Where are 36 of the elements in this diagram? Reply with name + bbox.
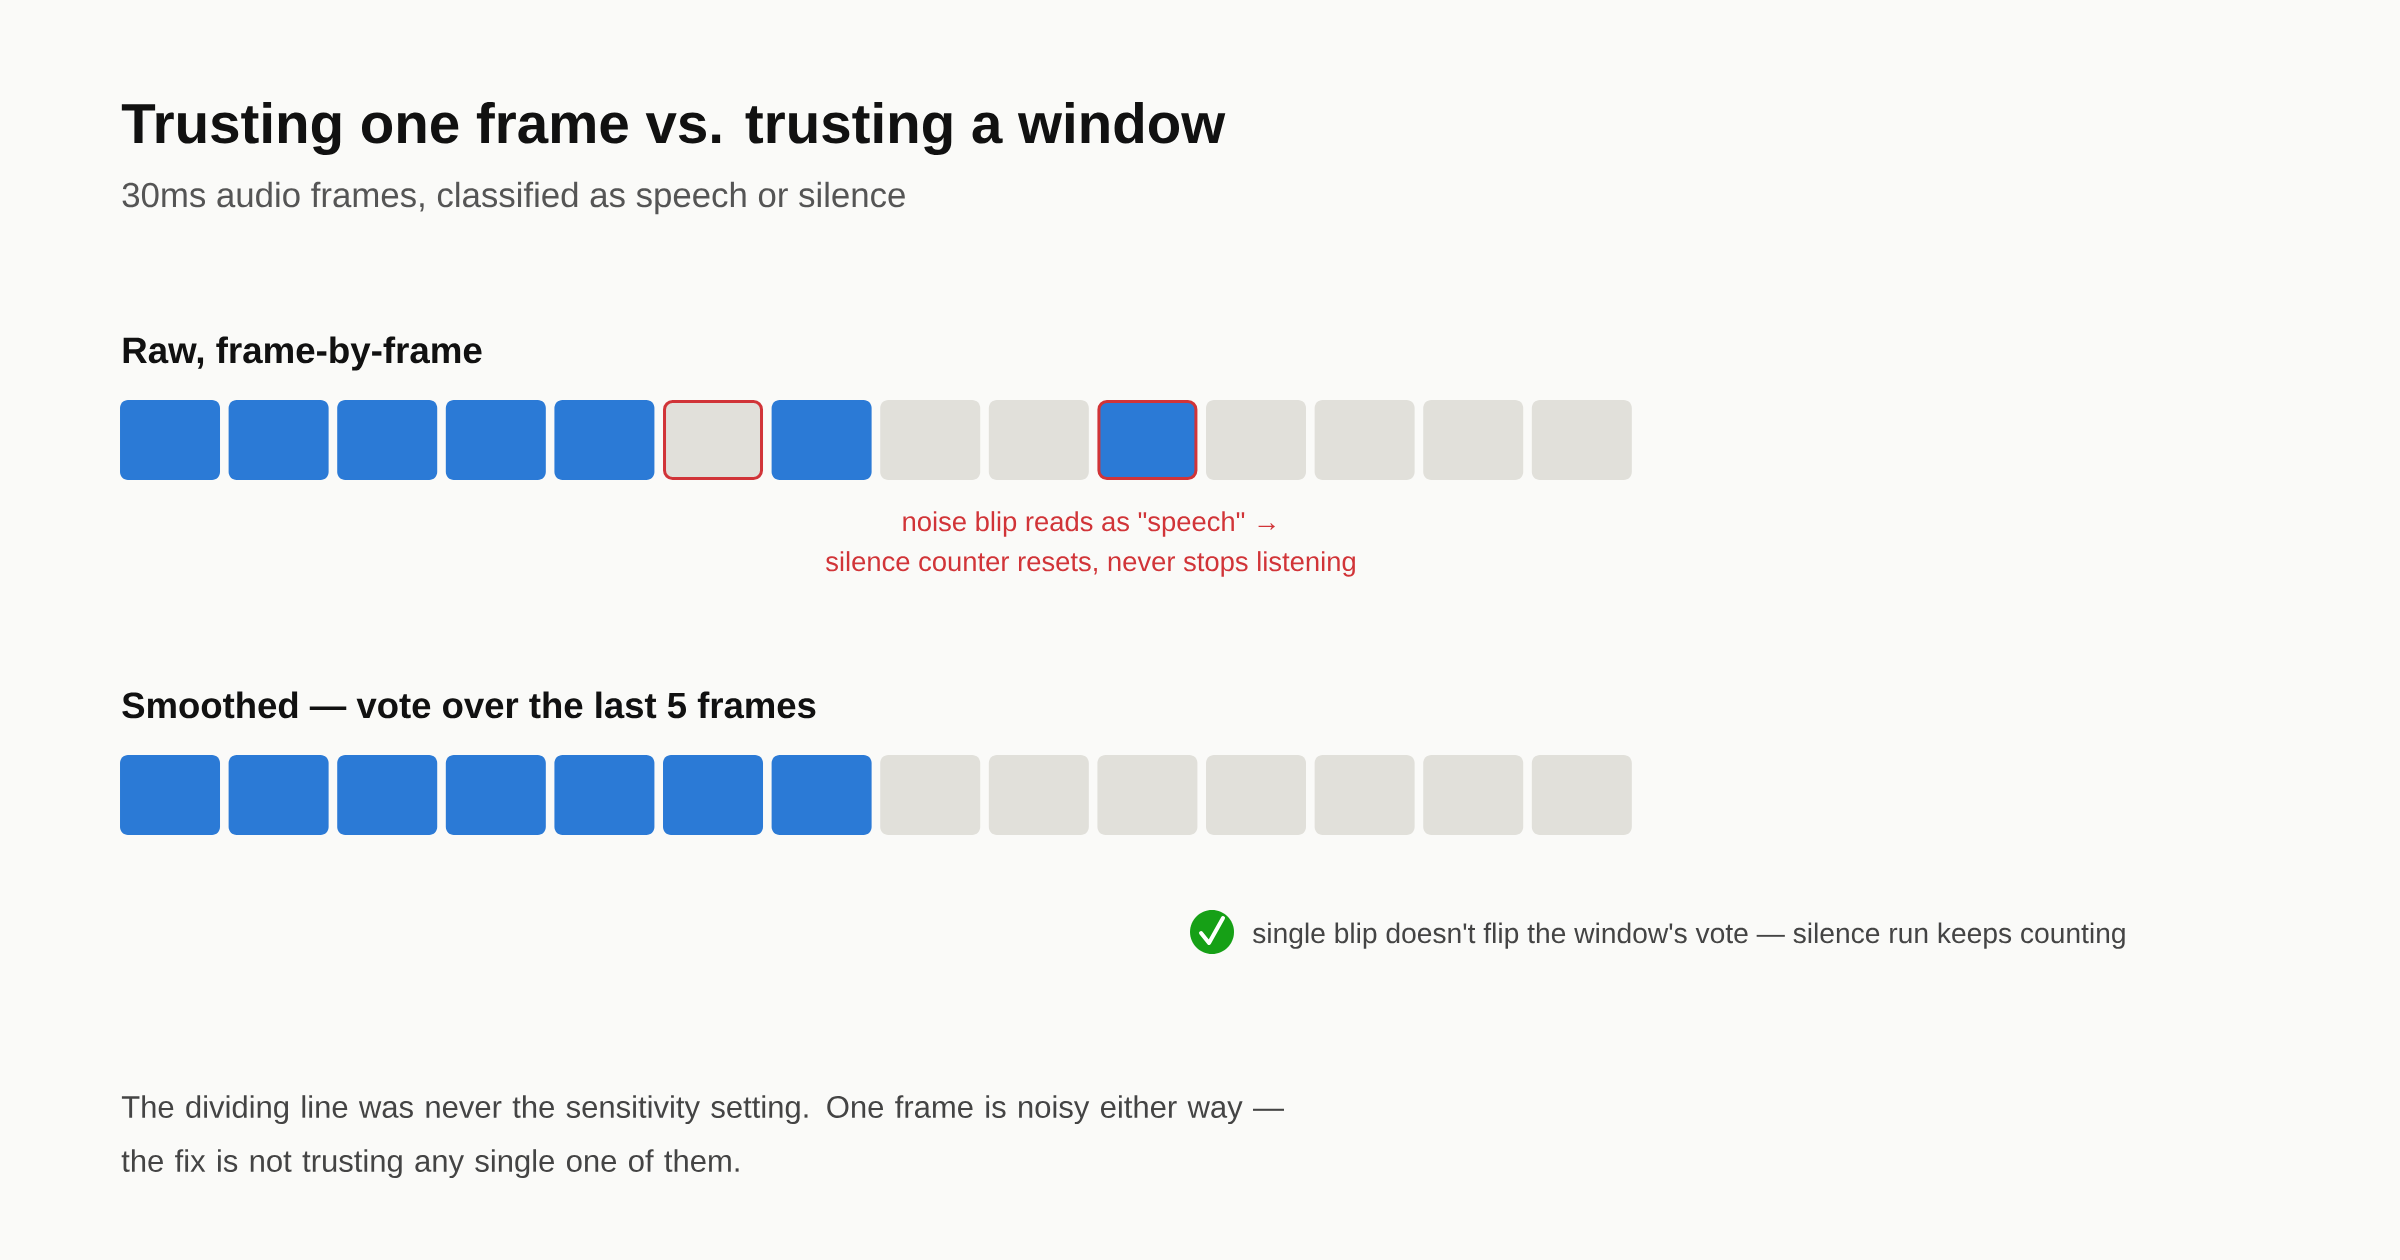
frame-tile <box>554 755 655 835</box>
annotation: noise blip reads as "speech" → <box>903 511 1275 537</box>
note-text: single blip doesn't flip the window's vote — silence run keeps counting <box>1253 922 2125 949</box>
section-heading: Raw, frame-by-frame <box>123 336 482 371</box>
footer-text: The dividing line was never the sensitivity setting. One frame is noisy either way — the fix is not trusting any single one of them. <box>121 1095 1284 1179</box>
subtitle: 30ms audio frames, classified as speech or silence <box>122 181 905 215</box>
frame-tile <box>771 400 872 480</box>
frame-tile <box>120 755 220 835</box>
frame-tile <box>988 755 1089 835</box>
section-heading: Smoothed — vote over the last 5 frames <box>122 691 816 719</box>
frame-tile <box>663 755 763 835</box>
frame-tile <box>1531 755 1632 835</box>
frame-tile <box>554 400 655 480</box>
title: Trusting one frame vs. trusting a window <box>121 102 1226 155</box>
frame-tile <box>1097 400 1198 480</box>
frame-tile <box>1423 400 1524 480</box>
frame-tile <box>1206 755 1306 835</box>
frame-tile <box>880 755 981 835</box>
frame-tile <box>1423 755 1524 835</box>
frame-tile <box>1314 755 1415 835</box>
frame-tile <box>1314 400 1415 480</box>
frame-tile <box>120 400 220 480</box>
frame-tile <box>337 400 438 480</box>
frame-tile <box>771 755 872 835</box>
frame-tile <box>228 400 329 480</box>
frame-tile <box>228 755 329 835</box>
frame-tile <box>1097 755 1198 835</box>
frame-tile <box>988 400 1089 480</box>
frame-tile <box>337 755 438 835</box>
frame-tile <box>1206 400 1306 480</box>
annotation: silence counter resets, never stops listening <box>826 551 1355 577</box>
frame-tile <box>880 400 981 480</box>
frame-tile <box>663 400 763 480</box>
frame-tile <box>1531 400 1632 480</box>
frame-tile <box>445 755 546 835</box>
frame-tile <box>445 400 546 480</box>
